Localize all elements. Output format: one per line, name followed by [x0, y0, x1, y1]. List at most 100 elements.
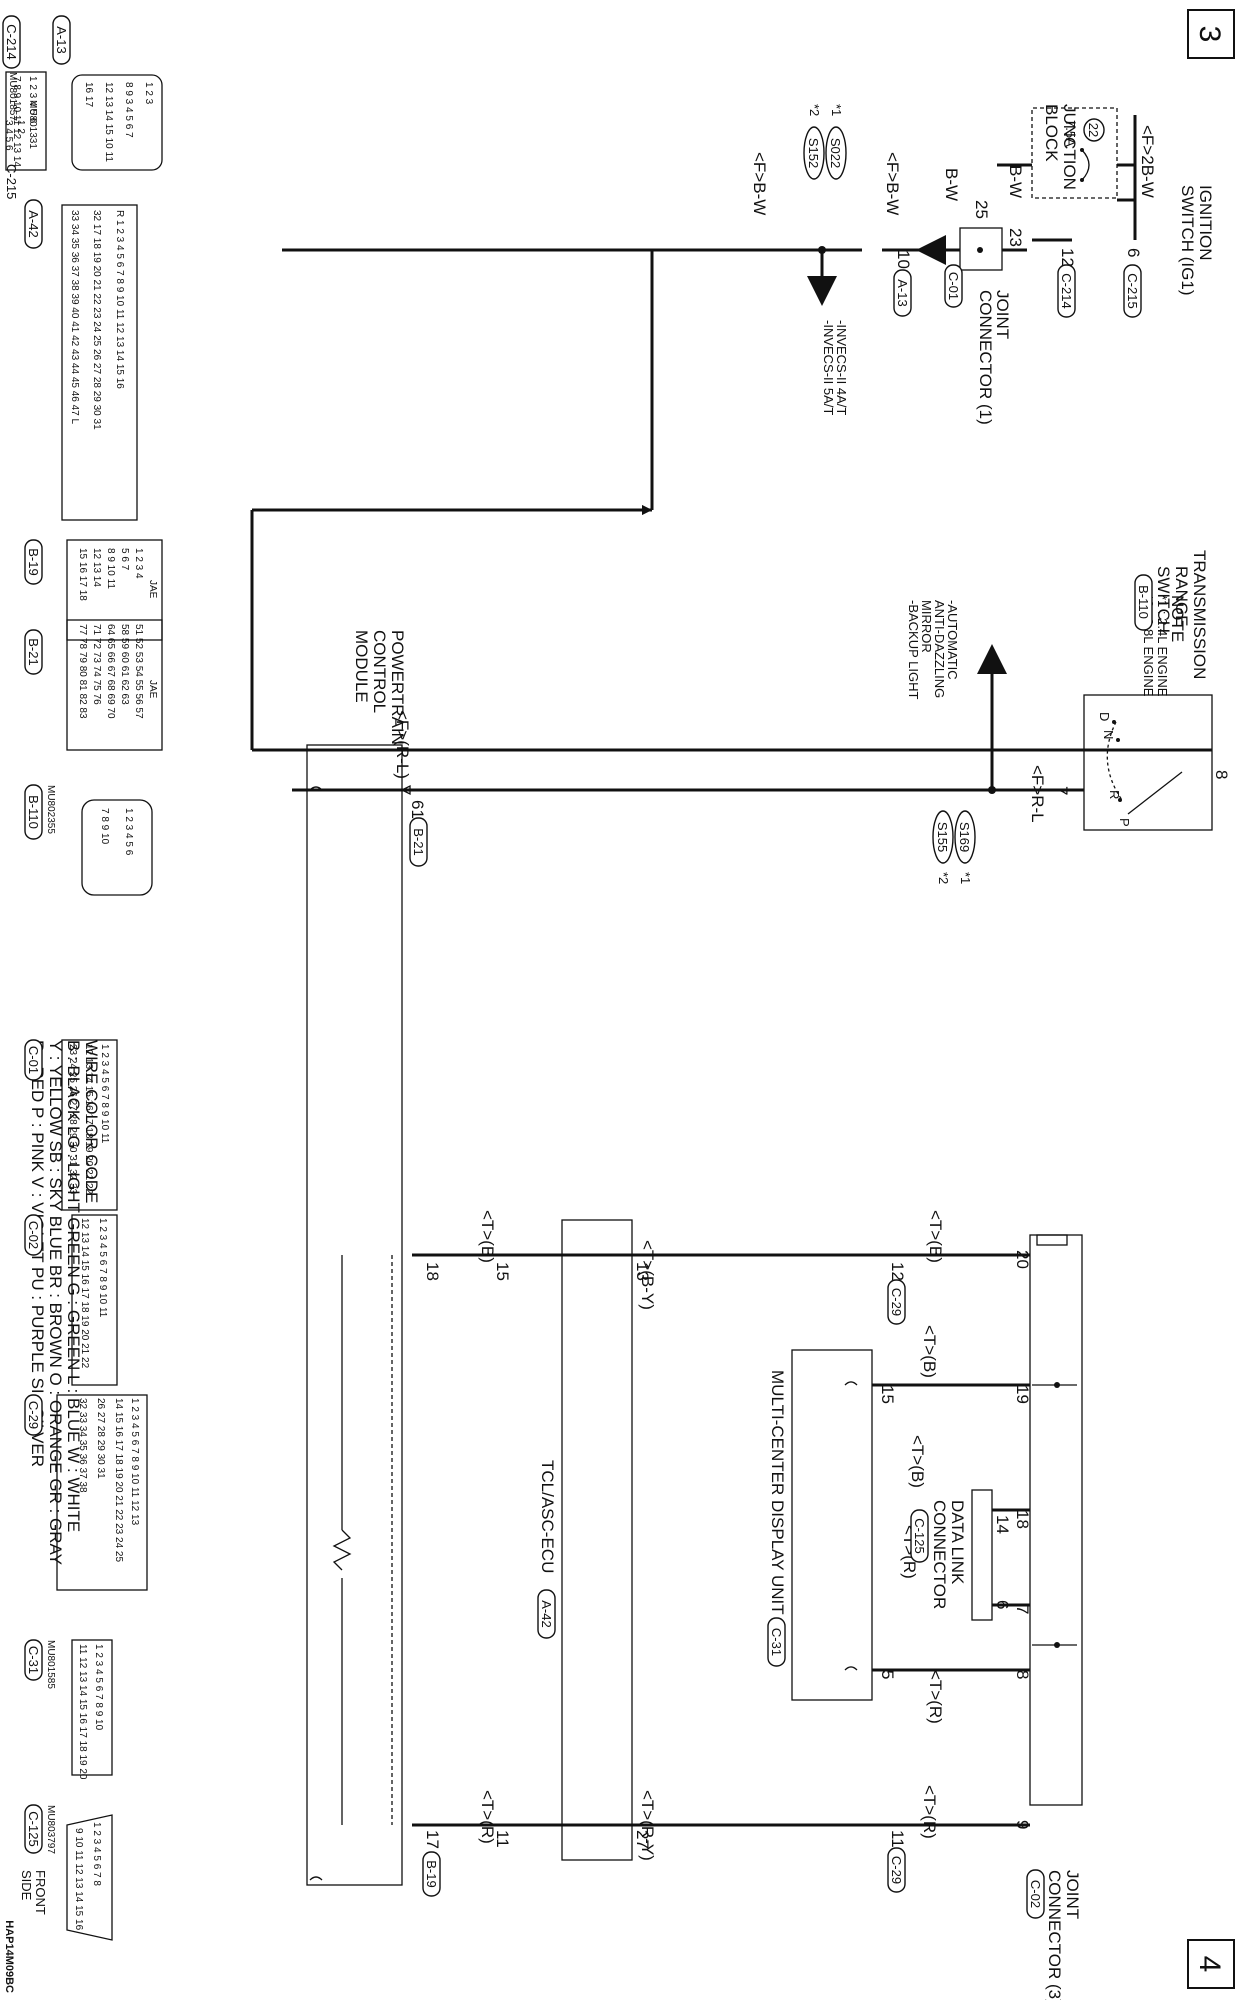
- svg-text:19: 19: [1013, 1385, 1032, 1404]
- svg-text:JUNCTION: JUNCTION: [1060, 104, 1079, 190]
- svg-text:<T>(B): <T>(B): [926, 1210, 945, 1263]
- svg-text:11: 11: [493, 1830, 512, 1848]
- svg-text:MODULE: MODULE: [352, 630, 371, 703]
- svg-text:R 1 2 3 4 5 6 7 8 9 10 11 12: R 1 2 3 4 5 6 7 8 9 10 11 12 13 14 15 16: [114, 210, 125, 389]
- svg-text:14 15 16 17 18 19 20 21 22 23: 14 15 16 17 18 19 20 21 22 23 24 25: [113, 1398, 124, 1562]
- svg-text:FRONT: FRONT: [33, 1870, 48, 1915]
- svg-text:S152: S152: [806, 138, 821, 168]
- svg-text:8 9 10 11: 8 9 10 11: [105, 548, 116, 589]
- svg-text:B-110: B-110: [26, 795, 41, 829]
- svg-text:51 52 53 54 55 56 57: 51 52 53 54 55 56 57: [133, 624, 144, 719]
- svg-text:B-19: B-19: [26, 548, 41, 575]
- svg-text:33 34 35 36 37 38 39 40 41 42: 33 34 35 36 37 38 39 40 41 42 43 44 45 4…: [69, 210, 80, 425]
- svg-text:<T>(R): <T>(R): [920, 1785, 939, 1839]
- svg-text:27: 27: [633, 1830, 652, 1849]
- svg-text:18: 18: [423, 1262, 442, 1281]
- svg-text:TRANSMISSION: TRANSMISSION: [1190, 550, 1209, 679]
- svg-text:17: 17: [423, 1830, 442, 1849]
- svg-text:POWERTRAIN: POWERTRAIN: [388, 630, 407, 745]
- svg-text:1 2 3: 1 2 3: [143, 82, 154, 105]
- svg-text:*2: *2: [936, 872, 951, 884]
- svg-text:8: 8: [1212, 770, 1231, 779]
- connector-view-b21: B-21 JAE 51 52 53 54 55 56 57 58 59 60 6…: [24, 619, 163, 751]
- svg-text:*2: *2: [807, 104, 822, 116]
- svg-text:7.5A: 7.5A: [1063, 120, 1078, 147]
- svg-text:NOTE: NOTE: [1168, 595, 1187, 642]
- svg-text:1 2: 1 2: [15, 120, 26, 134]
- svg-text:-BACKUP LIGHT: -BACKUP LIGHT: [906, 600, 921, 700]
- svg-text:C-29: C-29: [26, 1401, 41, 1429]
- svg-text:WIRE COLOR CODE: WIRE COLOR CODE: [82, 1040, 101, 1203]
- svg-text:1 2 3 4 5 6 7 8: 1 2 3 4 5 6 7 8: [91, 1822, 102, 1886]
- wire-label-b-w-2: B-W: [942, 168, 961, 201]
- page-number-next: 4: [1187, 1939, 1235, 1989]
- connector-view-b110: B-110 MU802355 1 2 3 4 5 6 7 8 9 10: [24, 784, 153, 896]
- svg-text:8 9 3 4 5 6 7: 8 9 3 4 5 6 7: [123, 82, 134, 138]
- svg-text:<T>(R): <T>(R): [926, 1670, 945, 1724]
- svg-text:S169: S169: [957, 822, 972, 852]
- svg-text:C-125: C-125: [26, 1811, 41, 1846]
- svg-text:58 59 60 61 62 63: 58 59 60 61 62 63: [119, 624, 130, 705]
- svg-text:1 2 3 4 5 6: 1 2 3 4 5 6: [27, 76, 38, 124]
- connector-view-c02: C-02 1 2 3 4 5 6 7 8 9 10 11 12 13 14 15…: [24, 1214, 118, 1386]
- svg-text:C-01: C-01: [26, 1046, 41, 1074]
- svg-text:64 65 66 67 68 69 70: 64 65 66 67 68 69 70: [105, 624, 116, 719]
- a13-pin-10: 10 A-13 <F>B-W: [883, 152, 913, 317]
- svg-text:<F>B-W: <F>B-W: [883, 152, 902, 215]
- svg-text:1 2 3 4 5 6 7 8 9 10: 1 2 3 4 5 6 7 8 9 10: [93, 1644, 104, 1731]
- splice-s022-s152: S022 S152 *1 *2 <F>B-W: [750, 104, 847, 215]
- ignition-switch: IGNITION SWITCH (IG1) <F>2B-W 6: [1124, 125, 1215, 296]
- fuse-22: 22 7.5A: [1063, 118, 1105, 182]
- svg-text:CONNECTOR: CONNECTOR: [930, 1500, 949, 1609]
- svg-text:3 4 5 6: 3 4 5 6: [3, 120, 14, 151]
- svg-text:C-01: C-01: [946, 272, 961, 300]
- svg-text:C-214: C-214: [1059, 273, 1074, 308]
- svg-text:12 13 14 15 16 17 18 19 20 21: 12 13 14 15 16 17 18 19 20 21 22: [79, 1218, 90, 1369]
- svg-text:-INVECS-II 5A/T: -INVECS-II 5A/T: [821, 320, 836, 415]
- svg-text:15: 15: [493, 1262, 512, 1281]
- svg-text:B-21: B-21: [411, 828, 426, 855]
- svg-text:CONNECTOR (3): CONNECTOR (3): [1045, 1870, 1064, 2000]
- svg-text:1 2 3 4 5 6 7 8 9 10 11 12: 1 2 3 4 5 6 7 8 9 10 11 12 13: [129, 1398, 140, 1526]
- svg-text:<T>(B): <T>(B): [908, 1435, 927, 1488]
- svg-text:77 78 79 80 81 82 83: 77 78 79 80 81 82 83: [77, 624, 88, 719]
- connector-tag-c214: C-214: [1057, 264, 1076, 318]
- svg-text:IGNITION: IGNITION: [1196, 185, 1215, 261]
- svg-text:C-214: C-214: [4, 24, 19, 59]
- svg-text:<T>(B): <T>(B): [478, 1210, 497, 1263]
- connector-tag-c215: C-215: [1123, 264, 1142, 318]
- invecs-list: -INVECS-II 4A/T -INVECS-II 5A/T: [821, 320, 849, 415]
- powertrain-control-module: POWERTRAIN CONTROL MODULE <F>(R-L) 61 B-…: [306, 630, 428, 1886]
- svg-text:B-21: B-21: [26, 638, 41, 665]
- wire-label-b-w-1: B-W: [1006, 165, 1025, 198]
- svg-text:TCL/ASC-ECU: TCL/ASC-ECU: [538, 1460, 557, 1573]
- svg-text:32 33 34 35 36 37 38: 32 33 34 35 36 37 38: [77, 1398, 88, 1493]
- svg-text:1 2 3 4 5 6 7 8 9 10 11: 1 2 3 4 5 6 7 8 9 10 11: [99, 1044, 110, 1144]
- svg-text:C-29: C-29: [889, 1856, 904, 1884]
- svg-text:*1: *1: [829, 104, 844, 116]
- joint-connector-1: JOINT CONNECTOR (1) 23 25 C-01: [944, 200, 1025, 425]
- svg-text:6: 6: [993, 1600, 1012, 1609]
- svg-text:<T>(B): <T>(B): [920, 1325, 939, 1378]
- svg-text:12 13 14 15 16 17 18 19 20 21: 12 13 14 15 16 17 18 19 20 21 22: [83, 1044, 94, 1195]
- svg-text:12 13 14 15 10 11: 12 13 14 15 10 11: [103, 82, 114, 162]
- svg-text:Y : YELLOW SB : SKY BLUE B: Y : YELLOW SB : SKY BLUE BR : BROWN O : …: [46, 1040, 65, 1565]
- svg-text:ANTI-DAZZLING: ANTI-DAZZLING: [932, 600, 947, 698]
- svg-text:61: 61: [408, 800, 427, 819]
- mirror-list: -AUTOMATIC ANTI-DAZZLING MIRROR -BACKUP …: [906, 600, 960, 700]
- svg-text:S022: S022: [828, 138, 843, 168]
- svg-text:C-29: C-29: [889, 1288, 904, 1316]
- svg-text:1 2 3 4: 1 2 3 4: [133, 548, 144, 579]
- svg-text:6: 6: [1124, 248, 1143, 257]
- svg-text:-AUTOMATIC: -AUTOMATIC: [945, 600, 960, 680]
- svg-text:CONNECTOR (1): CONNECTOR (1): [976, 290, 995, 425]
- svg-text:*1: *1: [958, 872, 973, 884]
- svg-text:12: 12: [888, 1262, 907, 1281]
- svg-text:7 8 9 10: 7 8 9 10: [99, 808, 110, 845]
- svg-text:*1 : 2.4L ENGINE: *1 : 2.4L ENGINE: [1155, 595, 1170, 697]
- connector-view-a42: A-42 R 1 2 3 4 5 6 7 8 9 10 11 12 13 14 …: [24, 199, 138, 521]
- svg-text:<T>(R): <T>(R): [478, 1790, 497, 1844]
- svg-text:7 8 9 10 11 12 13 14: 7 8 9 10 11 12 13 14: [11, 76, 22, 167]
